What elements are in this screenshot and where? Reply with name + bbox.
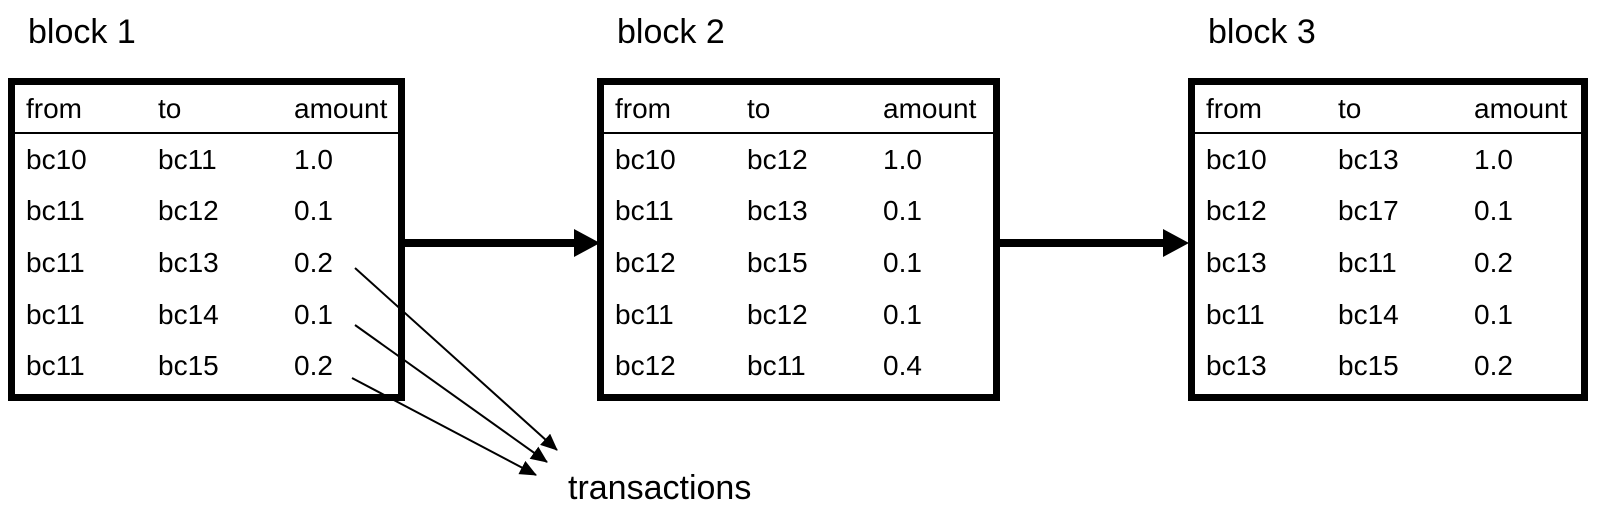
cell-to: bc12	[747, 143, 808, 175]
cell-to: bc11	[158, 143, 217, 175]
cell-amount: 0.2	[294, 246, 333, 278]
cell-to: bc13	[1338, 143, 1399, 175]
table-header-row: from to amount	[15, 85, 398, 134]
column-header-to: to	[158, 92, 182, 124]
cell-from: bc11	[615, 298, 674, 330]
cell-amount: 0.2	[1474, 350, 1513, 382]
cell-from: bc10	[26, 143, 87, 175]
cell-from: bc10	[1206, 143, 1267, 175]
cell-to: bc17	[1338, 195, 1399, 227]
cell-amount: 1.0	[883, 143, 922, 175]
cell-from: bc12	[615, 350, 676, 382]
cell-to: bc11	[747, 350, 806, 382]
cell-to: bc13	[158, 246, 219, 278]
cell-from: bc11	[615, 195, 674, 227]
table-row: bc11 bc14 0.1	[1195, 289, 1581, 341]
table-row: bc13 bc11 0.2	[1195, 237, 1581, 289]
cell-amount: 0.1	[294, 298, 333, 330]
table-row: bc11 bc13 0.1	[604, 186, 993, 238]
cell-from: bc11	[1206, 298, 1265, 330]
cell-from: bc11	[26, 246, 85, 278]
table-row: bc10 bc11 1.0	[15, 134, 398, 186]
block-2-title: block 2	[617, 13, 725, 51]
transactions-label: transactions	[568, 469, 752, 507]
table-row: bc11 bc13 0.2	[15, 237, 398, 289]
table-row: bc12 bc15 0.1	[604, 237, 993, 289]
cell-amount: 0.1	[1474, 195, 1513, 227]
column-header-from: from	[26, 92, 82, 124]
cell-to: bc12	[158, 195, 219, 227]
cell-to: bc14	[158, 298, 219, 330]
cell-from: bc12	[615, 246, 676, 278]
cell-to: bc15	[158, 350, 219, 382]
table-row: bc11 bc14 0.1	[15, 289, 398, 341]
cell-from: bc11	[26, 195, 85, 227]
cell-from: bc11	[26, 298, 85, 330]
cell-to: bc15	[747, 246, 808, 278]
cell-amount: 1.0	[1474, 143, 1513, 175]
cell-to: bc15	[1338, 350, 1399, 382]
table-body: bc10 bc11 1.0 bc11 bc12 0.1 bc11 bc13 0.…	[15, 134, 398, 392]
cell-to: bc13	[747, 195, 808, 227]
column-header-to: to	[1338, 92, 1362, 124]
block-1-table: from to amount bc10 bc11 1.0 bc11 bc12 0…	[8, 78, 405, 401]
table-body: bc10 bc12 1.0 bc11 bc13 0.1 bc12 bc15 0.…	[604, 134, 993, 392]
cell-amount: 0.1	[883, 298, 922, 330]
table-row: bc12 bc11 0.4	[604, 340, 993, 392]
block-3-table: from to amount bc10 bc13 1.0 bc12 bc17 0…	[1188, 78, 1588, 401]
column-header-amount: amount	[294, 92, 388, 124]
table-header-row: from to amount	[604, 85, 993, 134]
column-header-amount: amount	[883, 92, 977, 124]
cell-amount: 0.4	[883, 350, 922, 382]
block-1-title: block 1	[28, 13, 136, 51]
cell-amount: 0.2	[294, 350, 333, 382]
table-body: bc10 bc13 1.0 bc12 bc17 0.1 bc13 bc11 0.…	[1195, 134, 1581, 392]
column-header-from: from	[1206, 92, 1262, 124]
cell-from: bc12	[1206, 195, 1267, 227]
cell-from: bc13	[1206, 350, 1267, 382]
cell-to: bc12	[747, 298, 808, 330]
cell-from: bc10	[615, 143, 676, 175]
column-header-amount: amount	[1474, 92, 1568, 124]
table-row: bc11 bc12 0.1	[604, 289, 993, 341]
block-3-title: block 3	[1208, 13, 1316, 51]
column-header-to: to	[747, 92, 771, 124]
table-row: bc13 bc15 0.2	[1195, 340, 1581, 392]
column-header-from: from	[615, 92, 671, 124]
cell-from: bc11	[26, 350, 85, 382]
cell-amount: 0.1	[1474, 298, 1513, 330]
table-header-row: from to amount	[1195, 85, 1581, 134]
cell-amount: 1.0	[294, 143, 333, 175]
cell-amount: 0.1	[883, 246, 922, 278]
cell-to: bc11	[1338, 246, 1397, 278]
block-2-table: from to amount bc10 bc12 1.0 bc11 bc13 0…	[597, 78, 1000, 401]
table-row: bc12 bc17 0.1	[1195, 186, 1581, 238]
chain-arrow-block2-to-block3	[999, 229, 1189, 257]
table-row: bc11 bc12 0.1	[15, 186, 398, 238]
table-row: bc10 bc12 1.0	[604, 134, 993, 186]
cell-amount: 0.1	[883, 195, 922, 227]
cell-to: bc14	[1338, 298, 1399, 330]
table-row: bc11 bc15 0.2	[15, 340, 398, 392]
chain-arrow-block1-to-block2	[403, 229, 600, 257]
cell-amount: 0.2	[1474, 246, 1513, 278]
cell-amount: 0.1	[294, 195, 333, 227]
table-row: bc10 bc13 1.0	[1195, 134, 1581, 186]
cell-from: bc13	[1206, 246, 1267, 278]
